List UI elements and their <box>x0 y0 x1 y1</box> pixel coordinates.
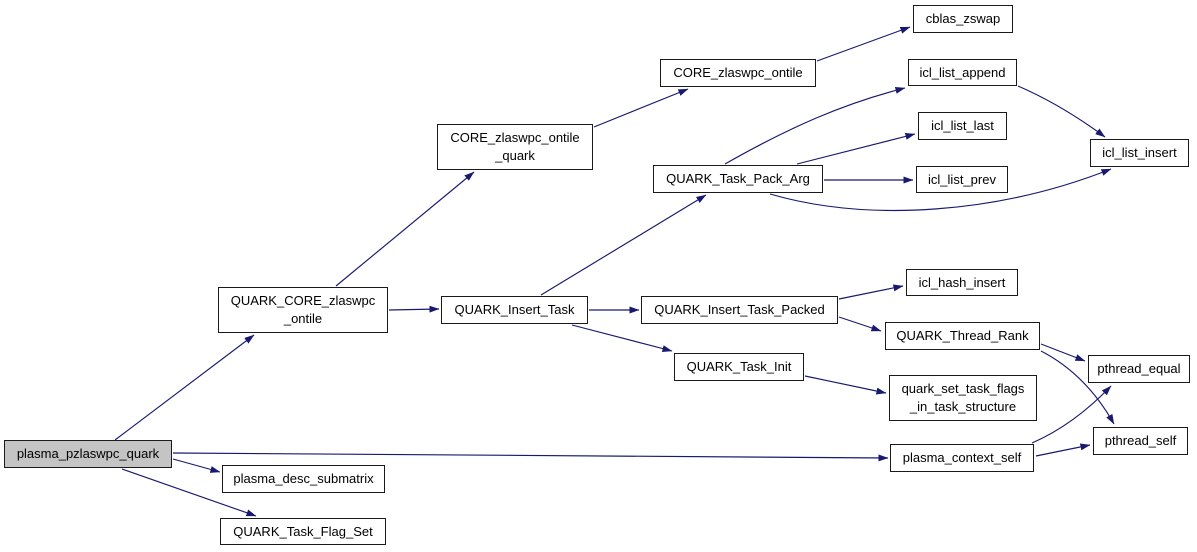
node-label: icl_list_append <box>919 64 1006 80</box>
edge-CORE_zlaswpc_ontile_quark-to-CORE_zlaswpc_ontile <box>593 88 689 128</box>
node-label: plasma_pzlaswpc_quark <box>16 446 160 461</box>
node-QUARK_Insert_Task_Packed[interactable]: QUARK_Insert_Task_Packed <box>641 296 838 324</box>
edge-plasma_pzlaswpc_quark-to-plasma_context_self <box>172 452 889 462</box>
node-plasma_desc_submatrix[interactable]: plasma_desc_submatrix <box>222 465 385 493</box>
node-pthread_self[interactable]: pthread_self <box>1093 427 1188 455</box>
node-icl_hash_insert[interactable]: icl_hash_insert <box>906 269 1018 296</box>
node-label: QUARK_Thread_Rank <box>896 328 1029 343</box>
edge-QUARK_CORE_zlaswpc_ontile-to-QUARK_Insert_Task <box>388 305 440 313</box>
edge-QUARK_Insert_Task_Packed-to-QUARK_Thread_Rank <box>838 316 882 332</box>
edge-plasma_pzlaswpc_quark-to-QUARK_Task_Flag_Set <box>121 468 257 517</box>
node-icl_list_last[interactable]: icl_list_last <box>918 112 1007 140</box>
edge-QUARK_Task_Pack_Arg-to-icl_list_insert <box>769 168 1112 211</box>
node-label: icl_hash_insert <box>918 274 1006 290</box>
node-icl_list_append[interactable]: icl_list_append <box>908 59 1017 86</box>
node-CORE_zlaswpc_ontile_quark[interactable]: CORE_zlaswpc_ontile _quark <box>437 124 593 170</box>
node-label: icl_list_last <box>931 118 994 133</box>
node-plasma_context_self[interactable]: plasma_context_self <box>890 444 1034 472</box>
node-label: pthread_equal <box>1097 361 1181 376</box>
node-label: icl_list_prev <box>928 171 996 187</box>
edge-plasma_context_self-to-pthread_self <box>1035 443 1091 457</box>
node-label: QUARK_Insert_Task <box>454 302 575 317</box>
node-label: quark_set_task_flags _in_task_structure <box>901 381 1025 414</box>
node-QUARK_Task_Flag_Set[interactable]: QUARK_Task_Flag_Set <box>220 518 386 545</box>
node-label: QUARK_Insert_Task_Packed <box>654 302 825 317</box>
node-QUARK_Task_Pack_Arg[interactable]: QUARK_Task_Pack_Arg <box>653 165 823 193</box>
node-label: plasma_context_self <box>902 450 1022 465</box>
edge-QUARK_Insert_Task-to-QUARK_Task_Pack_Arg <box>540 194 707 296</box>
edge-QUARK_Task_Pack_Arg-to-icl_list_last <box>796 132 916 165</box>
node-label: icl_list_insert <box>1102 145 1177 160</box>
edge-QUARK_Thread_Rank-to-pthread_equal <box>1040 343 1086 362</box>
edge-plasma_pzlaswpc_quark-to-QUARK_CORE_zlaswpc_ontile <box>114 334 255 441</box>
edge-QUARK_Insert_Task_Packed-to-icl_hash_insert <box>838 284 904 300</box>
node-pthread_equal[interactable]: pthread_equal <box>1088 355 1190 383</box>
edge-plasma_pzlaswpc_quark-to-plasma_desc_submatrix <box>172 458 221 473</box>
node-label: cblas_zswap <box>925 11 1001 26</box>
node-QUARK_Insert_Task[interactable]: QUARK_Insert_Task <box>441 296 588 324</box>
node-label: CORE_zlaswpc_ontile <box>673 65 803 80</box>
node-label: CORE_zlaswpc_ontile _quark <box>450 130 580 163</box>
edge-QUARK_Task_Pack_Arg-to-icl_list_append <box>724 86 906 165</box>
edge-QUARK_Insert_Task-to-QUARK_Task_Init <box>571 324 673 352</box>
edge-CORE_zlaswpc_ontile-to-cblas_zswap <box>816 26 911 62</box>
node-label: QUARK_Task_Pack_Arg <box>666 171 810 186</box>
node-CORE_zlaswpc_ontile[interactable]: CORE_zlaswpc_ontile <box>660 59 816 87</box>
edge-plasma_context_self-to-pthread_equal <box>1031 385 1112 444</box>
node-icl_list_prev[interactable]: icl_list_prev <box>916 166 1008 193</box>
node-label: QUARK_Task_Init <box>686 359 792 374</box>
node-QUARK_CORE_zlaswpc_ontile[interactable]: QUARK_CORE_zlaswpc _ontile <box>218 287 388 333</box>
node-QUARK_Thread_Rank[interactable]: QUARK_Thread_Rank <box>885 322 1040 350</box>
edge-QUARK_Task_Init-to-quark_set_task_flags_in_task_structure <box>804 375 887 395</box>
edge-QUARK_CORE_zlaswpc_ontile-to-CORE_zlaswpc_ontile_quark <box>335 171 475 287</box>
node-QUARK_Task_Init[interactable]: QUARK_Task_Init <box>674 353 804 381</box>
edge-icl_list_append-to-icl_list_insert <box>1017 85 1106 138</box>
node-quark_set_task_flags_in_task_structure[interactable]: quark_set_task_flags _in_task_structure <box>889 375 1037 421</box>
node-plasma_pzlaswpc_quark: plasma_pzlaswpc_quark <box>4 440 172 468</box>
node-label: QUARK_Task_Flag_Set <box>233 523 373 539</box>
node-cblas_zswap[interactable]: cblas_zswap <box>913 5 1013 33</box>
edge-QUARK_Thread_Rank-to-pthread_self <box>1040 350 1115 425</box>
node-label: plasma_desc_submatrix <box>233 471 374 486</box>
node-label: QUARK_CORE_zlaswpc _ontile <box>230 293 376 326</box>
node-label: pthread_self <box>1104 433 1177 448</box>
node-icl_list_insert[interactable]: icl_list_insert <box>1090 139 1189 167</box>
